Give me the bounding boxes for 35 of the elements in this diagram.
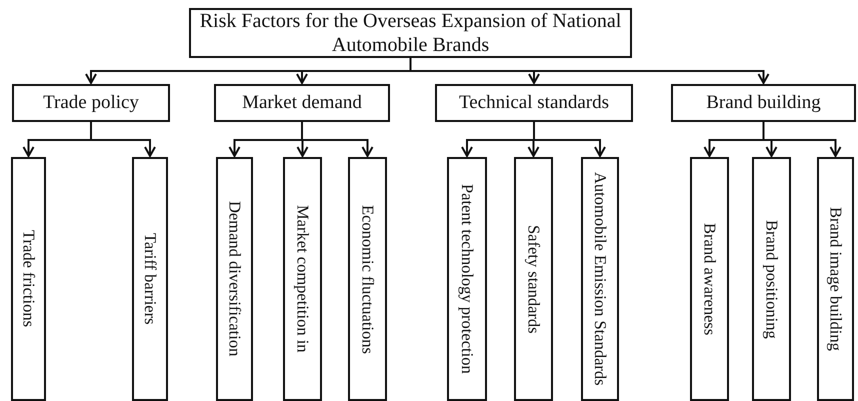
connector-arrow (410, 58, 770, 84)
factor-box (216, 157, 253, 401)
category-label: Technical standards (458, 92, 610, 114)
factor-box (11, 157, 46, 401)
factor-label: Automobile Emission Standards (590, 172, 610, 386)
connector-arrow (90, 122, 156, 157)
factor-box (752, 157, 791, 401)
category-box (12, 84, 170, 122)
factor-box (447, 157, 487, 401)
factor-box (581, 157, 619, 401)
factor-label: Brand positioning (762, 220, 782, 338)
factor-box (283, 157, 322, 401)
category-box (435, 84, 633, 122)
factor-box (348, 157, 387, 401)
factor-label: Safety standards (524, 224, 544, 334)
factor-box (514, 157, 553, 401)
factor-label: Market competition in (292, 205, 312, 353)
factor-label: Trade frictions (18, 230, 38, 328)
category-label: Brand building (706, 92, 821, 114)
factor-label: Demand diversification (224, 201, 244, 357)
factor-label: Economic fluctuations (358, 204, 378, 354)
factor-box (690, 157, 729, 401)
connector-arrow (301, 122, 374, 157)
factor-label: Tariff barriers (140, 233, 160, 325)
factor-label: Brand image building (826, 207, 846, 351)
factor-box (817, 157, 854, 401)
connector-arrow (533, 122, 606, 157)
category-label: Market demand (242, 92, 362, 114)
factor-label: Brand awareness (700, 222, 720, 336)
category-box (214, 84, 390, 122)
factor-box (132, 157, 168, 401)
title-text: Risk Factors for the Overseas Expansion of National Automobile Brands (198, 9, 622, 57)
factor-label: Patent technology protection (457, 184, 477, 374)
category-label: Trade policy (43, 92, 139, 114)
category-box (671, 84, 856, 122)
